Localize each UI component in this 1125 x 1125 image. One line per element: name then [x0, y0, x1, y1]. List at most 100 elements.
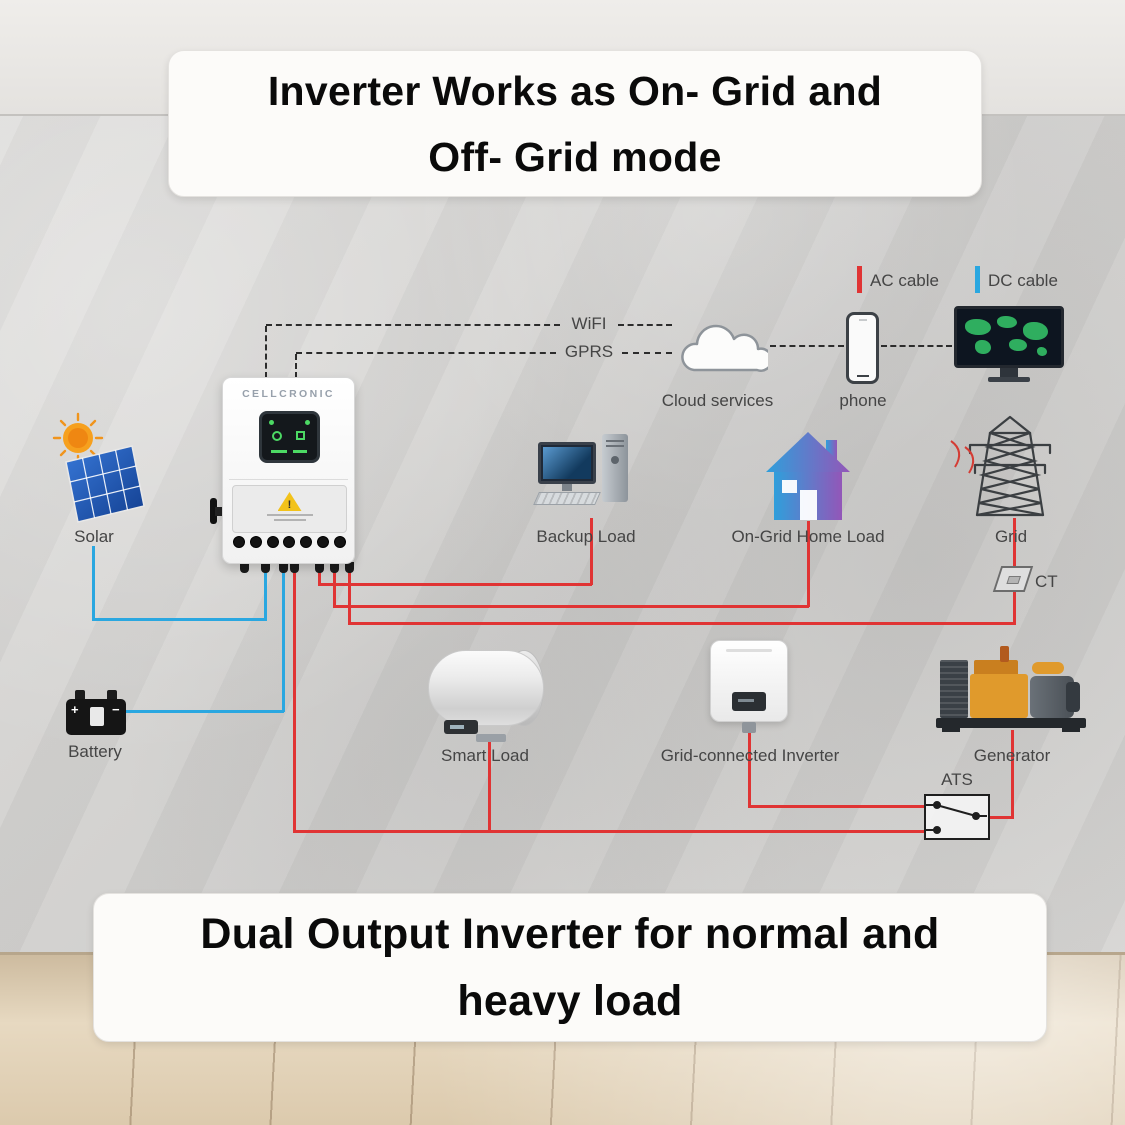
home-load-label: On-Grid Home Load	[731, 527, 885, 546]
top-banner-line2: Off- Grid mode	[428, 133, 722, 180]
generator-label: Generator	[973, 746, 1051, 765]
map-landmass	[997, 316, 1017, 328]
generator-head	[974, 660, 1018, 676]
generator-foot	[1062, 728, 1080, 732]
inverter-gland	[279, 562, 288, 573]
inverter-gland	[315, 562, 324, 573]
battery-terminal	[75, 690, 85, 701]
gprs-dashed-line	[295, 354, 297, 378]
grid-inverter-screen	[732, 692, 766, 711]
warning-text-line	[273, 519, 306, 521]
inverter-gland	[330, 562, 339, 573]
battery-plus: +	[71, 702, 79, 717]
ac-wire-generator	[990, 816, 1014, 819]
desktop-computer-icon	[533, 434, 632, 516]
generator-end-cap	[1066, 682, 1080, 712]
bottom-banner-line2: heavy load	[457, 976, 683, 1025]
ac-wire-generator	[1011, 730, 1014, 818]
inverter-gland	[290, 562, 299, 573]
monitor-base	[988, 377, 1030, 382]
grid-inverter-label: Grid-connected Inverter	[660, 746, 840, 765]
grid-inverter-vent	[726, 649, 772, 652]
ac-wire-grid	[348, 622, 1016, 625]
dc-wire-solar	[92, 618, 267, 621]
wifi-dashed-line	[266, 324, 560, 326]
bottom-banner: Dual Output Inverter for normal and heav…	[93, 893, 1047, 1042]
generator-exhaust	[1000, 646, 1009, 662]
inverter-warning-panel: !	[232, 485, 347, 533]
dc-wire-solar	[264, 564, 267, 620]
top-banner: Inverter Works as On- Grid and Off- Grid…	[168, 50, 982, 197]
dc-wire-battery	[282, 564, 285, 712]
inverter-gland	[240, 562, 249, 573]
ac-wire-smart-load	[293, 564, 296, 832]
ac-cable-swatch	[857, 266, 862, 293]
battery-sticker	[90, 707, 104, 726]
battery-terminal	[107, 690, 117, 701]
wifi-label: WiFI	[571, 314, 607, 333]
monitor-map-icon	[954, 306, 1064, 368]
pc-keyboard	[533, 492, 601, 505]
generator-radiator	[940, 660, 968, 718]
ats-switch-icon	[924, 794, 990, 840]
generator-foot	[942, 728, 960, 732]
map-landmass	[975, 340, 991, 354]
pc-monitor	[538, 442, 596, 484]
heater-body	[428, 650, 544, 726]
power-arc-lines	[950, 440, 975, 474]
inverter-screen	[259, 411, 320, 463]
ct-hole	[1006, 576, 1021, 584]
ac-wire-grid	[348, 564, 351, 624]
bottom-banner-line1: Dual Output Inverter for normal and	[200, 909, 940, 958]
pc-screen	[543, 447, 591, 479]
ct-label: CT	[1035, 572, 1058, 591]
sun-icon	[52, 412, 104, 464]
water-heater-icon	[418, 644, 550, 744]
battery-label: Battery	[68, 742, 122, 761]
ac-wire-backup	[318, 583, 592, 586]
ac-wire-grid-inverter	[748, 805, 924, 808]
inverter-terminals	[233, 536, 346, 548]
solar-panel-icon	[52, 412, 145, 523]
backup-load-label: Backup Load	[536, 527, 636, 546]
top-banner-line1: Inverter Works as On- Grid and	[267, 67, 883, 114]
cloud-icon	[681, 324, 768, 372]
warning-text-line	[266, 514, 313, 516]
ac-wire-home	[333, 605, 809, 608]
grid-label: Grid	[994, 527, 1028, 546]
dc-cable-swatch	[975, 266, 980, 293]
phone-speaker	[858, 319, 867, 321]
phone-monitor-dashed-line	[881, 345, 952, 347]
inverter-brand: CELLCRONIC	[242, 388, 335, 400]
map-landmass	[1023, 322, 1048, 340]
generator-icon	[936, 640, 1086, 734]
grid-inverter-connector	[742, 722, 756, 733]
inverter-device: CELLCRONIC !	[222, 377, 355, 564]
ac-wire-backup	[318, 564, 321, 585]
house-icon	[766, 432, 850, 520]
warning-triangle-icon: !	[277, 492, 302, 511]
ac-wire-backup	[590, 518, 593, 585]
ac-wire-smart-load	[488, 738, 491, 832]
generator-engine	[970, 674, 1028, 718]
gprs-dashed-line	[622, 352, 672, 354]
dc-wire-solar	[92, 546, 95, 620]
ac-wire-grid-inverter	[748, 730, 751, 807]
map-landmass	[1037, 347, 1047, 356]
dc-wire-battery	[126, 710, 284, 713]
phone-label: phone	[839, 391, 887, 410]
cloud-phone-dashed-line	[770, 345, 844, 347]
phone-icon	[846, 312, 879, 384]
generator-base	[936, 718, 1086, 728]
transmission-tower-icon	[950, 415, 1052, 517]
phone-home-bar	[856, 375, 869, 377]
inverter-gland	[345, 562, 354, 573]
wifi-dashed-line	[618, 324, 672, 326]
map-landmass	[965, 319, 991, 335]
antenna-mount	[215, 507, 224, 516]
generator-tank	[1032, 662, 1064, 674]
heater-bracket	[476, 734, 506, 742]
solar-label: Solar	[74, 527, 114, 546]
antenna-icon	[210, 498, 217, 524]
